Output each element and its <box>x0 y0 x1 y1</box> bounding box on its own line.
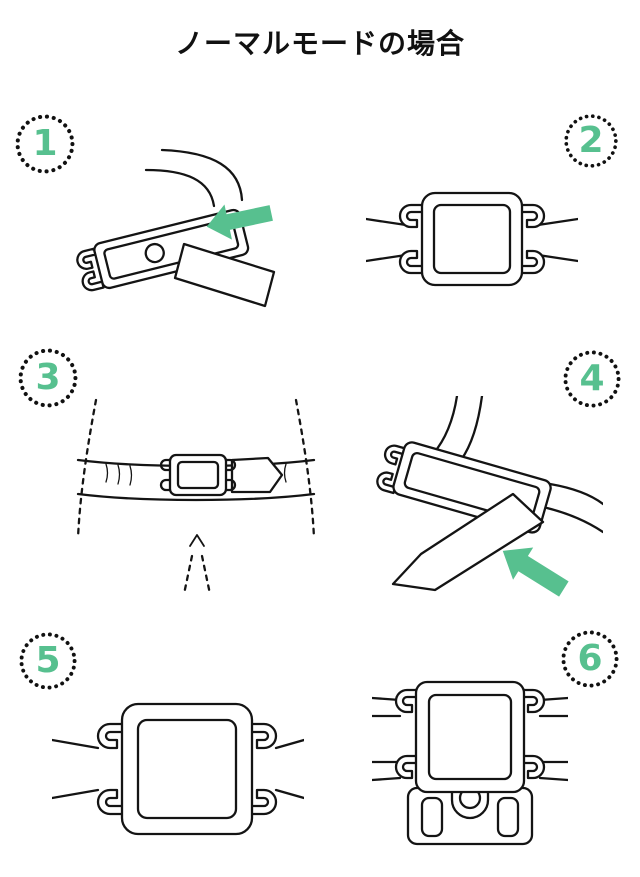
step-6-badge: 6 <box>559 628 621 690</box>
step-number: 3 <box>35 357 61 398</box>
right-strap-bottom <box>536 253 578 263</box>
step-3-illustration <box>72 398 320 600</box>
step-1-badge: 1 <box>13 112 77 176</box>
step-5-badge: 5 <box>17 630 79 692</box>
step-number: 6 <box>577 638 603 679</box>
center-dashed-right <box>200 554 212 596</box>
strap-tail-pointed <box>391 492 545 592</box>
page-title: ノーマルモードの場合 <box>174 27 465 60</box>
left-strap-bottom <box>366 253 408 263</box>
hook-top-left <box>96 722 126 750</box>
right-strap-top <box>274 738 304 750</box>
left-strap-top <box>366 217 408 227</box>
belt-right-top <box>548 482 603 506</box>
belt-wrinkle <box>117 464 121 485</box>
hook-bottom-right <box>222 478 237 492</box>
dotted-circle-icon <box>564 114 618 168</box>
hook-mid-right <box>520 754 546 780</box>
hook-bottom-right <box>518 249 546 275</box>
strap-top-inner <box>459 396 484 462</box>
step-4-illustration <box>345 396 603 608</box>
left-strap-mid2 <box>372 776 402 782</box>
buckle-hook-bottom <box>81 270 105 292</box>
buckle-plate-face <box>403 451 541 523</box>
body-outline-right <box>294 398 316 540</box>
buckle-hook-bottom <box>376 471 397 495</box>
belt-wrinkle <box>129 465 133 486</box>
buckle-body <box>120 702 254 836</box>
step-2-badge: 2 <box>562 112 620 170</box>
belt-wrinkle <box>105 463 109 483</box>
hook-top-left <box>394 688 420 714</box>
step-6-illustration <box>372 670 568 860</box>
buckle-body <box>420 191 524 287</box>
left-strap-bottom <box>52 788 100 800</box>
strap-top-outer <box>431 396 459 456</box>
hook-top-right <box>520 688 546 714</box>
center-mark <box>189 534 205 547</box>
step-number: 2 <box>578 120 604 161</box>
hook-top-right <box>222 458 237 472</box>
step-1-illustration <box>66 148 286 348</box>
step-number: 4 <box>579 358 605 399</box>
strap-inner-edge <box>144 168 216 208</box>
hook-bottom-left <box>398 249 426 275</box>
buckle-inner <box>432 203 512 275</box>
strap-tail-end <box>230 456 284 494</box>
waist-wear-drawing <box>76 398 316 596</box>
buckle-plate-face <box>103 218 240 280</box>
center-dashed-left <box>182 554 194 596</box>
dotted-circle-icon <box>18 348 78 408</box>
dotted-circle-icon <box>563 350 621 408</box>
pull-strap-drawing <box>376 396 603 597</box>
holder-notch <box>450 786 490 820</box>
hook-bottom-left <box>159 478 174 492</box>
right-strap-bottom <box>274 788 304 800</box>
buckle-inner <box>136 718 238 820</box>
buckle-inner <box>176 460 220 490</box>
dotted-circle-icon <box>561 630 619 688</box>
strap-tail <box>173 242 276 308</box>
arrow-down-left-icon <box>502 547 569 597</box>
step-number: 1 <box>32 123 58 164</box>
holder-slot-left <box>420 796 444 838</box>
buckle-hook-top <box>383 444 408 466</box>
dotted-circle-icon <box>19 632 77 690</box>
step-2-illustration <box>366 183 578 295</box>
buckle-inner <box>427 693 513 781</box>
buckle-hook-top <box>76 247 97 270</box>
buckle-front-drawing <box>366 191 578 287</box>
dotted-circle-icon <box>15 114 75 174</box>
right-strap-mid2 <box>538 776 568 782</box>
arrow-left-icon <box>206 204 273 240</box>
hook-top-right <box>518 203 546 229</box>
hook-top-right <box>248 722 278 750</box>
body-outline-left <box>76 398 98 540</box>
left-strap-top <box>52 738 100 750</box>
step-3-badge: 3 <box>16 346 80 410</box>
right-strap-top <box>536 217 578 227</box>
belt-wrinkle <box>283 463 287 483</box>
step-number: 5 <box>35 640 61 681</box>
hook-top-left <box>398 203 426 229</box>
buckle-body <box>168 453 228 497</box>
holder-slot-right <box>496 796 520 838</box>
hook-bottom-left <box>96 788 126 816</box>
buckle-body <box>414 680 526 794</box>
step-4-badge: 4 <box>561 348 623 410</box>
strap-outer-edge <box>160 148 244 202</box>
hook-bottom-right <box>248 788 278 816</box>
belt-right-bottom <box>545 506 603 534</box>
hook-top-left <box>159 458 174 472</box>
belt-bottom-edge <box>76 492 316 502</box>
buckle-with-holder-drawing <box>372 680 568 846</box>
insert-strap-drawing <box>76 148 276 308</box>
hook-mid-left <box>394 754 420 780</box>
plate-hole <box>144 242 165 264</box>
step-5-illustration <box>52 690 304 848</box>
fastened-buckle-drawing <box>52 702 304 836</box>
